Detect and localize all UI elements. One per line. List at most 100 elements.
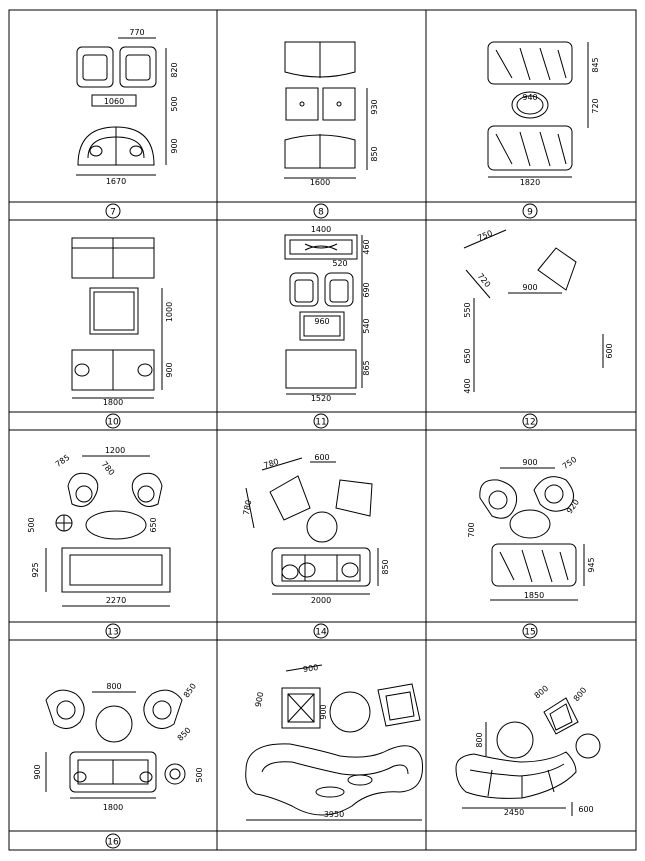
cell-8-drawing: 930 850 1600 xyxy=(284,41,379,187)
plant-icon xyxy=(164,763,186,785)
armchair-icon xyxy=(324,272,354,307)
dimension-label: 650 xyxy=(149,517,158,532)
dimension-label: 1800 xyxy=(103,398,123,407)
armchair-icon xyxy=(281,687,321,729)
dimension-label: 900 xyxy=(319,704,328,719)
dimension-label: 940 xyxy=(522,93,537,102)
dimension-label: 540 xyxy=(362,318,371,333)
dimension-label: 750 xyxy=(476,229,494,243)
dimension-label: 520 xyxy=(332,259,347,268)
sofa-icon xyxy=(271,547,371,587)
swivel-chair-icon xyxy=(131,472,163,507)
dimension-label: 900 xyxy=(254,691,266,708)
dimension-label: 700 xyxy=(467,522,476,537)
side-table-icon xyxy=(575,733,601,759)
coffee-table xyxy=(299,311,345,341)
cell-9-drawing: 845 940 720 1820 xyxy=(487,41,600,187)
dimension-label: 800 xyxy=(533,684,550,701)
dimension-label: 600 xyxy=(578,805,593,814)
cell-label-9: 9 xyxy=(522,203,538,219)
dimension-label: 780 xyxy=(242,499,254,516)
dimension-label: 850 xyxy=(381,559,390,574)
cell-16-drawing: 800 850 850 500 900 1800 xyxy=(33,682,204,812)
dimension-label: 650 xyxy=(463,348,472,363)
dimension-label: 770 xyxy=(129,28,144,37)
ornate-sofa-icon xyxy=(491,543,577,587)
dimension-label: 500 xyxy=(195,767,204,782)
dimension-label: 400 xyxy=(463,378,472,393)
cell-7-drawing: 770 820 1060 500 900 1670 xyxy=(76,28,179,186)
dimension-label: 960 xyxy=(314,317,329,326)
cell-label-16: 16 xyxy=(105,833,121,849)
dimension-label: 930 xyxy=(370,99,379,114)
dimension-label: 900 xyxy=(165,362,174,377)
armchair-icon xyxy=(335,479,373,517)
dimension-label: 13 xyxy=(107,628,118,638)
coffee-table xyxy=(285,87,356,121)
cell-15-drawing: 900 750 920 700 945 1850 xyxy=(467,455,596,601)
dimension-label: 1670 xyxy=(106,177,126,186)
armchair-icon xyxy=(76,46,114,88)
dimension-label: 12 xyxy=(524,418,535,428)
square-table-icon xyxy=(89,287,139,335)
armchair-icon xyxy=(269,475,311,521)
dimension-label: 14 xyxy=(315,628,327,638)
ornate-sofa-icon xyxy=(487,125,573,171)
armchair-icon xyxy=(119,46,157,88)
dimension-label: 845 xyxy=(591,57,600,72)
dimension-label: 1600 xyxy=(310,178,330,187)
cell-label-8: 8 xyxy=(313,203,329,219)
sofa-icon xyxy=(284,134,356,169)
cell-label-12: 12 xyxy=(522,413,538,429)
dimension-label: 920 xyxy=(565,498,581,516)
oval-table-icon xyxy=(511,91,549,119)
dimension-label: 900 xyxy=(522,458,537,467)
dimension-label: 690 xyxy=(362,282,371,297)
cell-label-10: 10 xyxy=(105,413,121,429)
loveseat-icon xyxy=(77,126,155,166)
dimension-label: 750 xyxy=(561,455,579,471)
cell-label-15: 15 xyxy=(522,623,538,639)
ornate-sofa-icon xyxy=(487,41,573,85)
rug xyxy=(285,349,357,389)
round-table-icon xyxy=(306,511,338,543)
dimension-label: 16 xyxy=(107,838,119,848)
cell-13-drawing: 1200 785 780 500 650 925 2270 xyxy=(27,446,171,607)
dimension-label: 865 xyxy=(362,360,371,375)
sofa-icon xyxy=(284,41,356,78)
dimension-label: 1520 xyxy=(311,394,331,403)
dimension-label: 15 xyxy=(524,628,535,638)
cell-label-11: 11 xyxy=(313,413,329,429)
dimension-label: 850 xyxy=(182,682,198,700)
dimension-label: 945 xyxy=(587,557,596,572)
dimension-label: 600 xyxy=(314,453,329,462)
dimension-label: 1400 xyxy=(311,225,331,234)
loveseat-icon xyxy=(69,751,157,793)
lounge-chair-icon xyxy=(537,247,577,291)
round-table-icon xyxy=(95,705,133,743)
grid-lines xyxy=(9,10,636,850)
round-table-icon xyxy=(329,691,371,733)
cabinet-icon xyxy=(284,234,358,260)
dimension-label: 925 xyxy=(31,562,40,577)
swivel-chair-icon xyxy=(45,689,85,729)
dimension-label: 785 xyxy=(54,453,72,469)
dimension-label: 1000 xyxy=(165,302,174,322)
dimension-label: 10 xyxy=(107,418,119,428)
dimension-label: 9 xyxy=(527,208,533,218)
cell-label-7: 7 xyxy=(105,203,121,219)
round-table-icon xyxy=(496,721,534,759)
dimension-label: 500 xyxy=(27,517,36,532)
armchair-icon xyxy=(289,272,319,307)
dimension-label: 720 xyxy=(476,272,493,289)
cell-14-drawing: 780 600 780 850 2000 xyxy=(242,453,390,605)
dimension-label: 900 xyxy=(522,283,537,292)
sofa-icon xyxy=(71,237,155,279)
cell-18-drawing: 800 800 800 2450 600 xyxy=(455,684,601,817)
dimension-label: 900 xyxy=(170,138,179,153)
dimension-label: 780 xyxy=(263,457,280,470)
armchair-icon xyxy=(377,683,421,727)
cell-17-drawing: 900 900 900 3950 xyxy=(245,663,424,821)
sofa-icon xyxy=(61,547,171,593)
